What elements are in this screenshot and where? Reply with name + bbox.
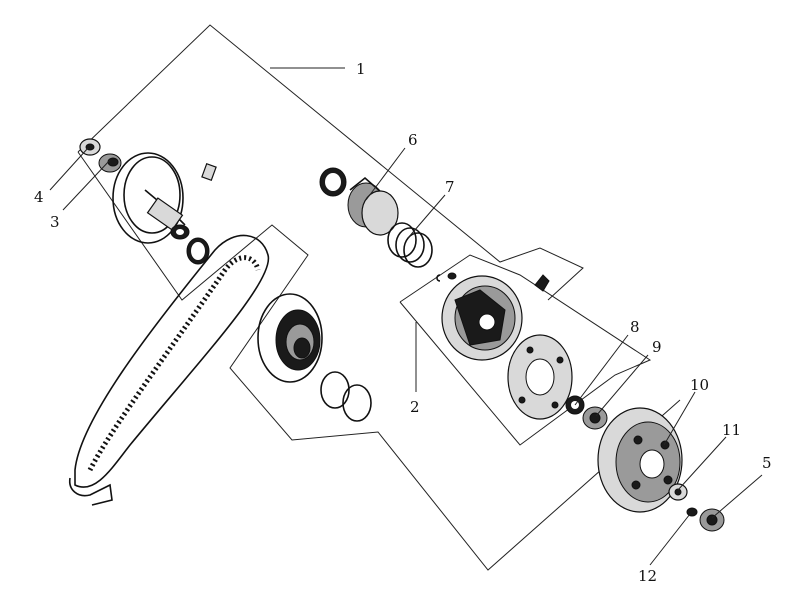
spring-clip-right (534, 274, 550, 292)
seal-ring-6a (319, 167, 347, 197)
part-5-nut (699, 508, 725, 532)
driven-pulley (257, 293, 323, 383)
leader-4 (49, 147, 89, 191)
part-10-clutch-housing (597, 407, 683, 513)
clutch-plate (507, 334, 573, 420)
callout-3: 3 (50, 213, 60, 231)
key-pin (201, 162, 217, 182)
leader-9 (595, 354, 649, 417)
o-ring-lower (342, 384, 372, 422)
leader-6 (365, 147, 406, 201)
callout-4: 4 (34, 188, 44, 206)
callout-5: 5 (762, 454, 772, 472)
leader-8 (574, 334, 629, 406)
part-7-spring (387, 222, 433, 268)
clip-small (436, 272, 457, 282)
part-12-ring (686, 507, 698, 517)
assembly-1-bracket (77, 24, 584, 301)
leader-7 (407, 194, 446, 239)
leader-3 (62, 159, 111, 211)
part-4-nut (79, 138, 101, 156)
leader-11 (677, 436, 727, 491)
callout-9: 9 (652, 338, 662, 356)
callout-7: 7 (445, 178, 455, 196)
o-ring-upper (320, 371, 350, 409)
part-11-washer (668, 483, 688, 501)
drive-pulley (112, 152, 190, 244)
snap-ring-left (186, 237, 210, 265)
leader-5 (711, 474, 763, 519)
callout-11: 11 (722, 421, 741, 439)
callout-8: 8 (630, 318, 640, 336)
assembly-2-bracket (399, 254, 652, 446)
callout-2: 2 (410, 398, 420, 416)
part-6-collar (347, 176, 399, 236)
drive-belt (68, 234, 270, 506)
part-3-bearing (98, 153, 122, 173)
callout-1: 1 (356, 60, 366, 78)
callout-12: 12 (638, 567, 657, 585)
part-9-nut (582, 406, 608, 430)
part-2-clutch-shoes (441, 275, 523, 361)
callout-6: 6 (408, 131, 418, 149)
leader-10 (663, 391, 696, 446)
assembly-1-lower-bracket (77, 151, 681, 571)
callout-10: 10 (690, 376, 709, 394)
leader-12 (649, 513, 691, 566)
